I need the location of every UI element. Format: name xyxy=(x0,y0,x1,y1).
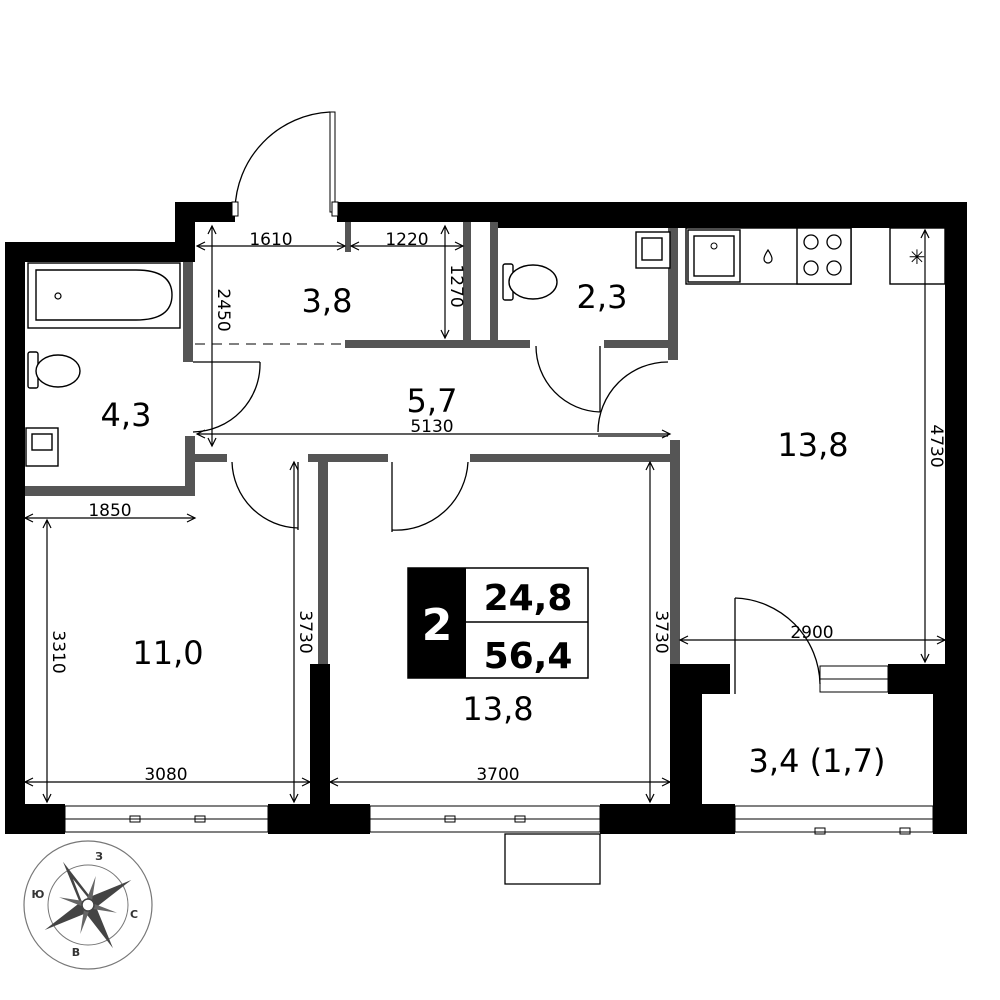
compass-rose-icon: З С В Ю xyxy=(23,840,153,970)
dim-label: 3080 xyxy=(144,765,187,785)
dim-label: 3700 xyxy=(476,765,519,785)
room-area-kitchen: 13,8 xyxy=(777,426,848,464)
partition-walls xyxy=(25,222,680,664)
rooms-count: 2 xyxy=(422,600,453,651)
kitchen-sink-icon xyxy=(687,229,741,283)
svg-text:✳: ✳ xyxy=(909,245,926,269)
compass-label-w: Ю xyxy=(32,888,45,901)
stove-icon xyxy=(796,227,852,285)
room-area-living: 13,8 xyxy=(462,690,533,728)
windows xyxy=(64,665,934,885)
dim-label: 1220 xyxy=(385,230,428,250)
sink-icon xyxy=(635,231,671,269)
apartment-badge: 2 24,8 56,4 xyxy=(407,567,589,679)
toilet-icon xyxy=(27,351,81,389)
room-area-wc: 2,3 xyxy=(577,278,628,316)
living-area: 24,8 xyxy=(484,578,573,619)
dim-label: 3730 xyxy=(651,610,671,653)
exterior-walls xyxy=(5,202,967,834)
dim-label: 2450 xyxy=(213,288,233,331)
dim-label: 3730 xyxy=(295,610,315,653)
toilet-icon xyxy=(502,263,558,301)
room-area-bathroom: 4,3 xyxy=(101,396,152,434)
dimension-lines xyxy=(23,224,947,804)
dim-label: 3310 xyxy=(48,630,68,673)
dim-label: 5130 xyxy=(410,417,453,437)
sink-icon xyxy=(25,427,59,467)
compass-label-s: В xyxy=(72,946,80,959)
dim-label: 1610 xyxy=(249,230,292,250)
dim-label: 1850 xyxy=(88,501,131,521)
dim-label: 2900 xyxy=(790,623,833,643)
room-area-balcony: 3,4 (1,7) xyxy=(749,742,886,780)
compass-label-n: З xyxy=(95,850,103,863)
doors xyxy=(192,111,821,694)
total-area: 56,4 xyxy=(484,636,573,677)
dim-label: 4730 xyxy=(926,424,946,467)
kitchen-counter xyxy=(685,227,852,285)
bathtub-icon xyxy=(27,262,181,329)
extractor-icon: ✳ xyxy=(889,227,946,285)
compass-label-e: С xyxy=(130,908,138,921)
dim-label: 1270 xyxy=(446,264,466,307)
room-area-corridor: 5,7 xyxy=(407,382,458,420)
room-area-hall: 3,8 xyxy=(302,282,353,320)
room-area-bedroom: 11,0 xyxy=(132,634,203,672)
